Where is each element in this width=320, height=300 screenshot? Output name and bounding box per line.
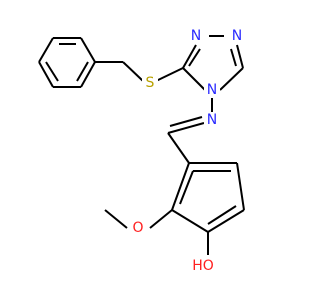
bond-inner [207,205,237,225]
bond-inner [179,170,194,205]
bond-ch2-s [122,61,144,82]
nitrogen-atom-label: N [207,82,217,98]
label-bg [192,257,216,274]
bond [38,37,54,63]
nitrogen-atom-label: N [232,28,242,44]
nitrogen-atom-label: N [191,28,201,44]
label-bg [142,75,158,91]
label-bg [188,28,204,44]
label-bg [204,112,220,128]
bond [182,67,206,91]
bond-ring-o [149,209,173,229]
benzyl-phenyl-ring [38,37,96,88]
bond [80,61,96,88]
triazole-ring [182,35,244,91]
bond-inner [45,61,59,82]
bond [236,44,244,69]
bond [207,209,245,233]
oxygen-atom-label: O [132,220,143,236]
label-bg [204,82,220,98]
sulfur-atom-label: S [146,75,155,91]
bond [236,162,245,211]
label-bg [130,220,146,236]
bond [171,162,190,211]
label-bg [229,28,245,44]
bond-o-ch3 [104,209,128,229]
bond [80,37,96,63]
bond-ch-ring [167,132,190,164]
vanillin-ring [171,162,245,233]
imine-nitrogen-label: N [207,112,217,128]
bond-n-ch [167,122,205,134]
molecule-svg: N N N N S O HO [38,28,245,274]
bond-double [188,48,201,67]
bond [182,44,197,69]
molecule-structure-diagram: N N N N S O HO [38,28,245,274]
bond-inner [76,61,89,82]
bond-s-c5 [155,67,184,82]
bond [38,61,54,88]
bond-imine-double [169,116,203,127]
bond [171,209,209,233]
bond-double [230,48,237,67]
hydroxyl-label: HO [192,258,214,274]
bond [219,67,244,91]
